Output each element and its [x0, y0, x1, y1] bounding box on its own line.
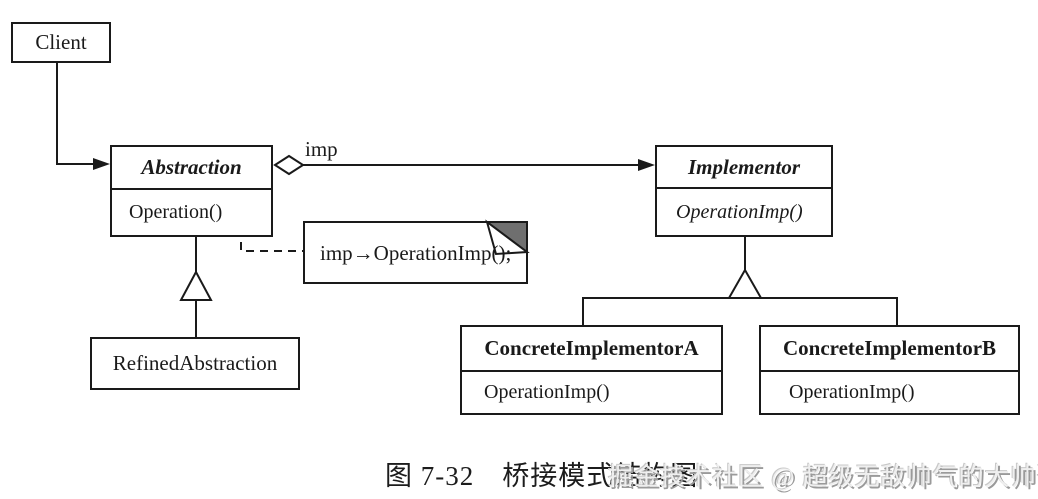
class-concrete-implementor-a-method: OperationImp()	[484, 381, 610, 403]
class-implementor-method: OperationImp()	[676, 200, 803, 223]
arrowhead-icon	[93, 158, 110, 170]
class-client: Client	[11, 22, 111, 63]
class-concrete-implementor-b-name: ConcreteImplementorB	[761, 327, 1018, 372]
class-implementor-name: Implementor	[657, 147, 831, 189]
figure-caption: 图 7-32 桥接模式结构图	[385, 461, 699, 491]
watermark: 掘金技术社区 @ 超级无敌帅气的大帅哥	[608, 464, 1038, 491]
class-concrete-implementor-a: ConcreteImplementorA OperationImp()	[460, 325, 723, 415]
class-abstraction: Abstraction Operation()	[110, 145, 273, 237]
inheritance-triangle-icon	[179, 269, 213, 301]
note-text: imp→OperationImp();	[320, 241, 512, 265]
class-abstraction-method: Operation()	[129, 201, 223, 223]
aggregation-diamond-icon	[273, 154, 305, 176]
class-client-name: Client	[35, 30, 87, 54]
concrete-implementors-inheritance	[582, 237, 898, 325]
class-abstraction-name: Abstraction	[112, 147, 271, 190]
client-to-abstraction-arrow	[56, 63, 110, 170]
class-refined-abstraction: RefinedAbstraction	[90, 337, 300, 390]
inheritance-triangle-icon	[727, 267, 763, 299]
class-concrete-implementor-b: ConcreteImplementorB OperationImp()	[759, 325, 1020, 415]
aggregation-edge-label: imp	[305, 137, 338, 161]
class-refined-abstraction-name: RefinedAbstraction	[112, 351, 278, 375]
class-implementor: Implementor OperationImp()	[655, 145, 833, 237]
class-concrete-implementor-b-method: OperationImp()	[789, 381, 915, 403]
refined-abstraction-inheritance	[179, 237, 213, 337]
class-concrete-implementor-a-name: ConcreteImplementorA	[462, 327, 721, 372]
arrowhead-icon	[638, 159, 655, 171]
